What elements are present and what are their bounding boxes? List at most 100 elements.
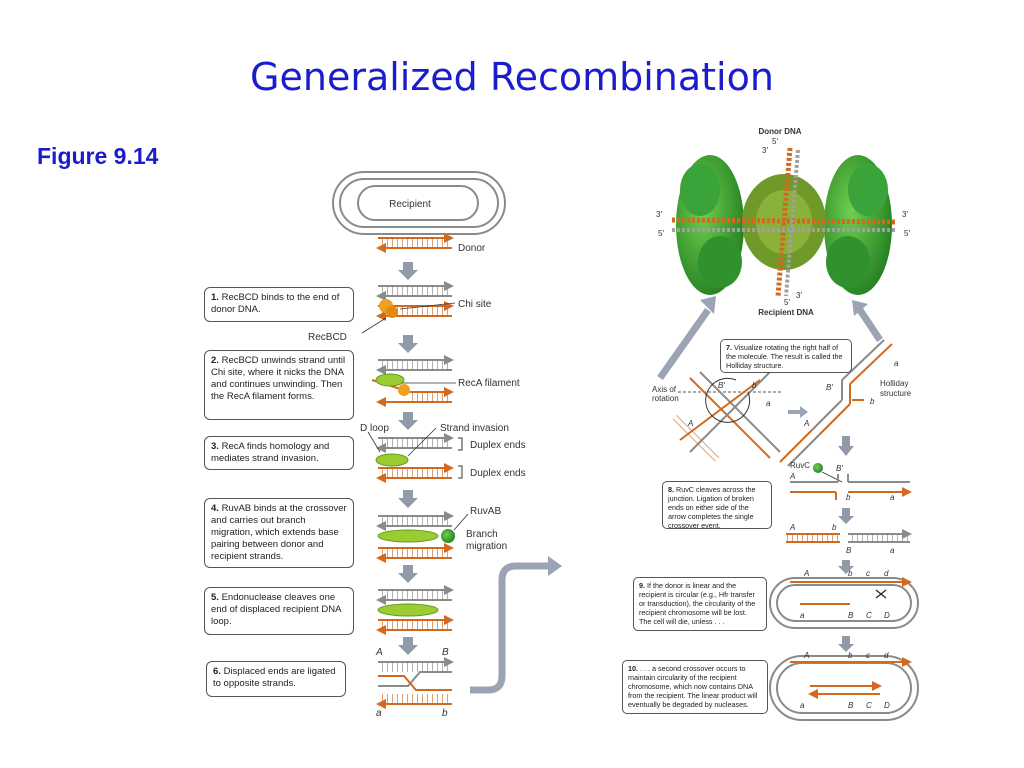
up-arrow-right xyxy=(857,308,883,342)
s8b-label-a: a xyxy=(890,546,895,555)
up-arrow-right-head xyxy=(852,300,868,316)
step-9-number: 9. xyxy=(639,581,645,590)
step-arrows-right xyxy=(838,436,854,456)
s8b-label-A: A xyxy=(789,523,795,532)
step-8-number: 8. xyxy=(668,485,674,494)
rotate-arrow xyxy=(788,406,808,418)
step4-drawing xyxy=(376,511,469,563)
step-1-text: RecBCD binds to the end of donor DNA. xyxy=(211,292,340,315)
holl-label-A: A xyxy=(803,419,809,428)
transition-arrowhead xyxy=(548,556,562,576)
step6-drawing xyxy=(376,657,454,709)
step-5-text: Endonuclease cleaves one end of displace… xyxy=(211,592,341,627)
ruvab-label: RuvAB xyxy=(470,506,501,517)
step-10-text: . . . a second crossover occurs to maint… xyxy=(628,664,758,709)
step-6-box: 6. Displaced ends are ligated to opposit… xyxy=(206,661,346,697)
step2-drawing xyxy=(371,355,456,407)
three-prime-right: 3′ xyxy=(902,210,908,219)
up-arrow-left xyxy=(657,307,711,381)
left-label-b: b xyxy=(442,708,448,719)
holl-label-b: b xyxy=(870,397,875,406)
step-5-number: 5. xyxy=(211,592,219,603)
s10-label-d: d xyxy=(884,651,889,660)
s10-label-B: B xyxy=(848,701,854,710)
holliday-label-1: Holliday xyxy=(880,379,908,388)
s9-label-D: D xyxy=(884,611,890,620)
holl-label-a: a xyxy=(894,359,899,368)
step5-drawing xyxy=(376,585,454,635)
up-arrow-left-head xyxy=(700,296,716,314)
rot-label-A: A xyxy=(687,419,693,428)
s10-label-D: D xyxy=(884,701,890,710)
rot-label-B-prime: B′ xyxy=(718,381,725,390)
recipient-chromosome xyxy=(332,171,506,235)
reca-filament-label: RecA filament xyxy=(458,378,520,389)
step-3-number: 3. xyxy=(211,441,219,452)
s8b-label-b: b xyxy=(832,523,837,532)
step-4-box: 4. RuvAB binds at the crossover and carr… xyxy=(204,498,354,568)
axis-of-label: Axis of xyxy=(652,385,677,394)
step-2-box: 2. RecBCD unwinds strand until Chi site,… xyxy=(204,350,354,420)
d-loop-label: D loop xyxy=(360,423,389,434)
holliday-structure-drawing xyxy=(779,339,893,467)
three-prime-bottom: 3′ xyxy=(796,291,802,300)
holl-label-B-prime: B′ xyxy=(826,383,833,392)
left-label-A: A xyxy=(375,647,383,658)
step3-drawing xyxy=(367,427,463,483)
donor-dna-label: Donor DNA xyxy=(758,127,801,136)
s8b-label-B: B xyxy=(846,546,852,555)
s10-label-a: a xyxy=(800,701,805,710)
protein-structure xyxy=(671,147,897,297)
step8-drawing xyxy=(790,463,912,500)
five-prime-left: 5′ xyxy=(658,229,664,238)
step1-drawing xyxy=(361,281,456,334)
step-4-text: RuvAB binds at the crossover and carries… xyxy=(211,503,347,562)
step-7-number: 7. xyxy=(726,343,732,352)
duplex-ends-label-2: Duplex ends xyxy=(470,468,526,479)
left-label-a: a xyxy=(376,708,382,719)
s8-label-b: b xyxy=(846,493,851,502)
rotation-diagram xyxy=(671,371,782,463)
donor-duplex xyxy=(376,233,454,253)
donor-label: Donor xyxy=(458,243,486,254)
s9-label-d: d xyxy=(884,569,889,578)
s8-label-a: a xyxy=(890,493,895,502)
step-7-box: 7. Visualize rotating the right half of … xyxy=(720,339,852,373)
s10-label-C: C xyxy=(866,701,872,710)
step-9-box: 9. If the donor is linear and the recipi… xyxy=(633,577,767,631)
step-1-box: 1. RecBCD binds to the end of donor DNA. xyxy=(204,287,354,322)
five-prime-top: 5′ xyxy=(772,137,778,146)
s9-label-B: B xyxy=(848,611,854,620)
s8-label-B-prime: B′ xyxy=(836,464,843,473)
chi-site-label: Chi site xyxy=(458,299,492,310)
s9-label-b: b xyxy=(848,569,853,578)
figure-label: Figure 9.14 xyxy=(37,143,159,169)
holliday-label-2: structure xyxy=(880,389,912,398)
recbcd-label: RecBCD xyxy=(308,332,347,343)
left-label-B: B xyxy=(442,647,449,658)
step8b-drawing xyxy=(786,508,912,543)
branch-label: Branch xyxy=(466,529,498,540)
transition-arrow xyxy=(470,562,548,694)
ruvc-label: RuvC xyxy=(790,461,810,470)
step-10-number: 10. xyxy=(628,664,638,673)
recipient-label: Recipient xyxy=(389,199,431,210)
step-6-number: 6. xyxy=(213,666,221,677)
step-3-box: 3. RecA finds homology and mediates stra… xyxy=(204,436,354,470)
step-8-text: RuvC cleaves across the junction. Ligati… xyxy=(668,485,756,530)
step-8-box: 8. RuvC cleaves across the junction. Lig… xyxy=(662,481,772,530)
step-5-box: 5. Endonuclease cleaves one end of displ… xyxy=(204,587,354,635)
step-10-box: 10. . . . a second crossover occurs to m… xyxy=(622,660,768,714)
recipient-dna-label: Recipient DNA xyxy=(758,308,814,317)
five-prime-right: 5′ xyxy=(904,229,910,238)
step-6-text: Displaced ends are ligated to opposite s… xyxy=(213,666,336,689)
step-9-text: If the donor is linear and the recipient… xyxy=(639,581,756,626)
step-1-number: 1. xyxy=(211,292,219,303)
step-arrows-left xyxy=(398,262,418,655)
s10-label-c: c xyxy=(866,651,870,660)
rot-label-a: a xyxy=(766,399,771,408)
step9-drawing xyxy=(769,560,919,629)
rot-label-b: b xyxy=(752,381,757,390)
rotation-label: rotation xyxy=(652,394,679,403)
